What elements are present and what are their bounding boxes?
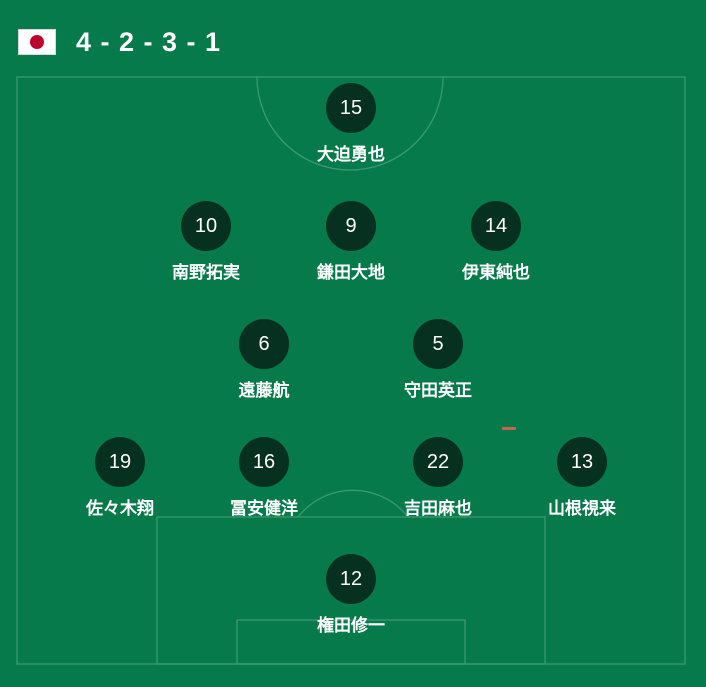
pitch-marker (502, 427, 516, 430)
player-5[interactable]: 5 守田英正 (383, 319, 493, 401)
player-6[interactable]: 6 遠藤航 (209, 319, 319, 401)
flag-sun (30, 35, 44, 49)
jersey-number-badge: 9 (326, 201, 376, 251)
jersey-number-badge: 5 (413, 319, 463, 369)
player-10[interactable]: 10 南野拓実 (151, 201, 261, 283)
player-15[interactable]: 15 大迫勇也 (296, 83, 406, 165)
player-name: 守田英正 (404, 381, 472, 401)
player-14[interactable]: 14 伊東純也 (441, 201, 551, 283)
player-9[interactable]: 9 鎌田大地 (296, 201, 406, 283)
jersey-number-badge: 12 (326, 554, 376, 604)
jersey-number-badge: 19 (95, 437, 145, 487)
formation-label: 4 - 2 - 3 - 1 (76, 27, 222, 57)
player-16[interactable]: 16 冨安健洋 (209, 437, 319, 519)
player-19[interactable]: 19 佐々木翔 (65, 437, 175, 519)
player-name: 山根視来 (548, 499, 616, 519)
player-name: 南野拓実 (172, 263, 240, 283)
player-name: 権田修一 (317, 616, 385, 636)
player-name: 大迫勇也 (317, 145, 385, 165)
jersey-number-badge: 10 (181, 201, 231, 251)
lineup-header: 4 - 2 - 3 - 1 (18, 26, 221, 58)
player-13[interactable]: 13 山根視来 (527, 437, 637, 519)
jersey-number-badge: 15 (326, 83, 376, 133)
player-name: 伊東純也 (462, 263, 530, 283)
japan-flag-icon (18, 29, 56, 55)
jersey-number-badge: 22 (413, 437, 463, 487)
jersey-number-badge: 16 (239, 437, 289, 487)
player-name: 遠藤航 (238, 381, 290, 401)
jersey-number-badge: 6 (239, 319, 289, 369)
player-22[interactable]: 22 吉田麻也 (383, 437, 493, 519)
jersey-number-badge: 13 (557, 437, 607, 487)
player-name: 佐々木翔 (86, 499, 154, 519)
player-name: 鎌田大地 (317, 263, 385, 283)
jersey-number-badge: 14 (471, 201, 521, 251)
player-12[interactable]: 12 権田修一 (296, 554, 406, 636)
player-name: 吉田麻也 (404, 499, 472, 519)
player-name: 冨安健洋 (230, 499, 298, 519)
